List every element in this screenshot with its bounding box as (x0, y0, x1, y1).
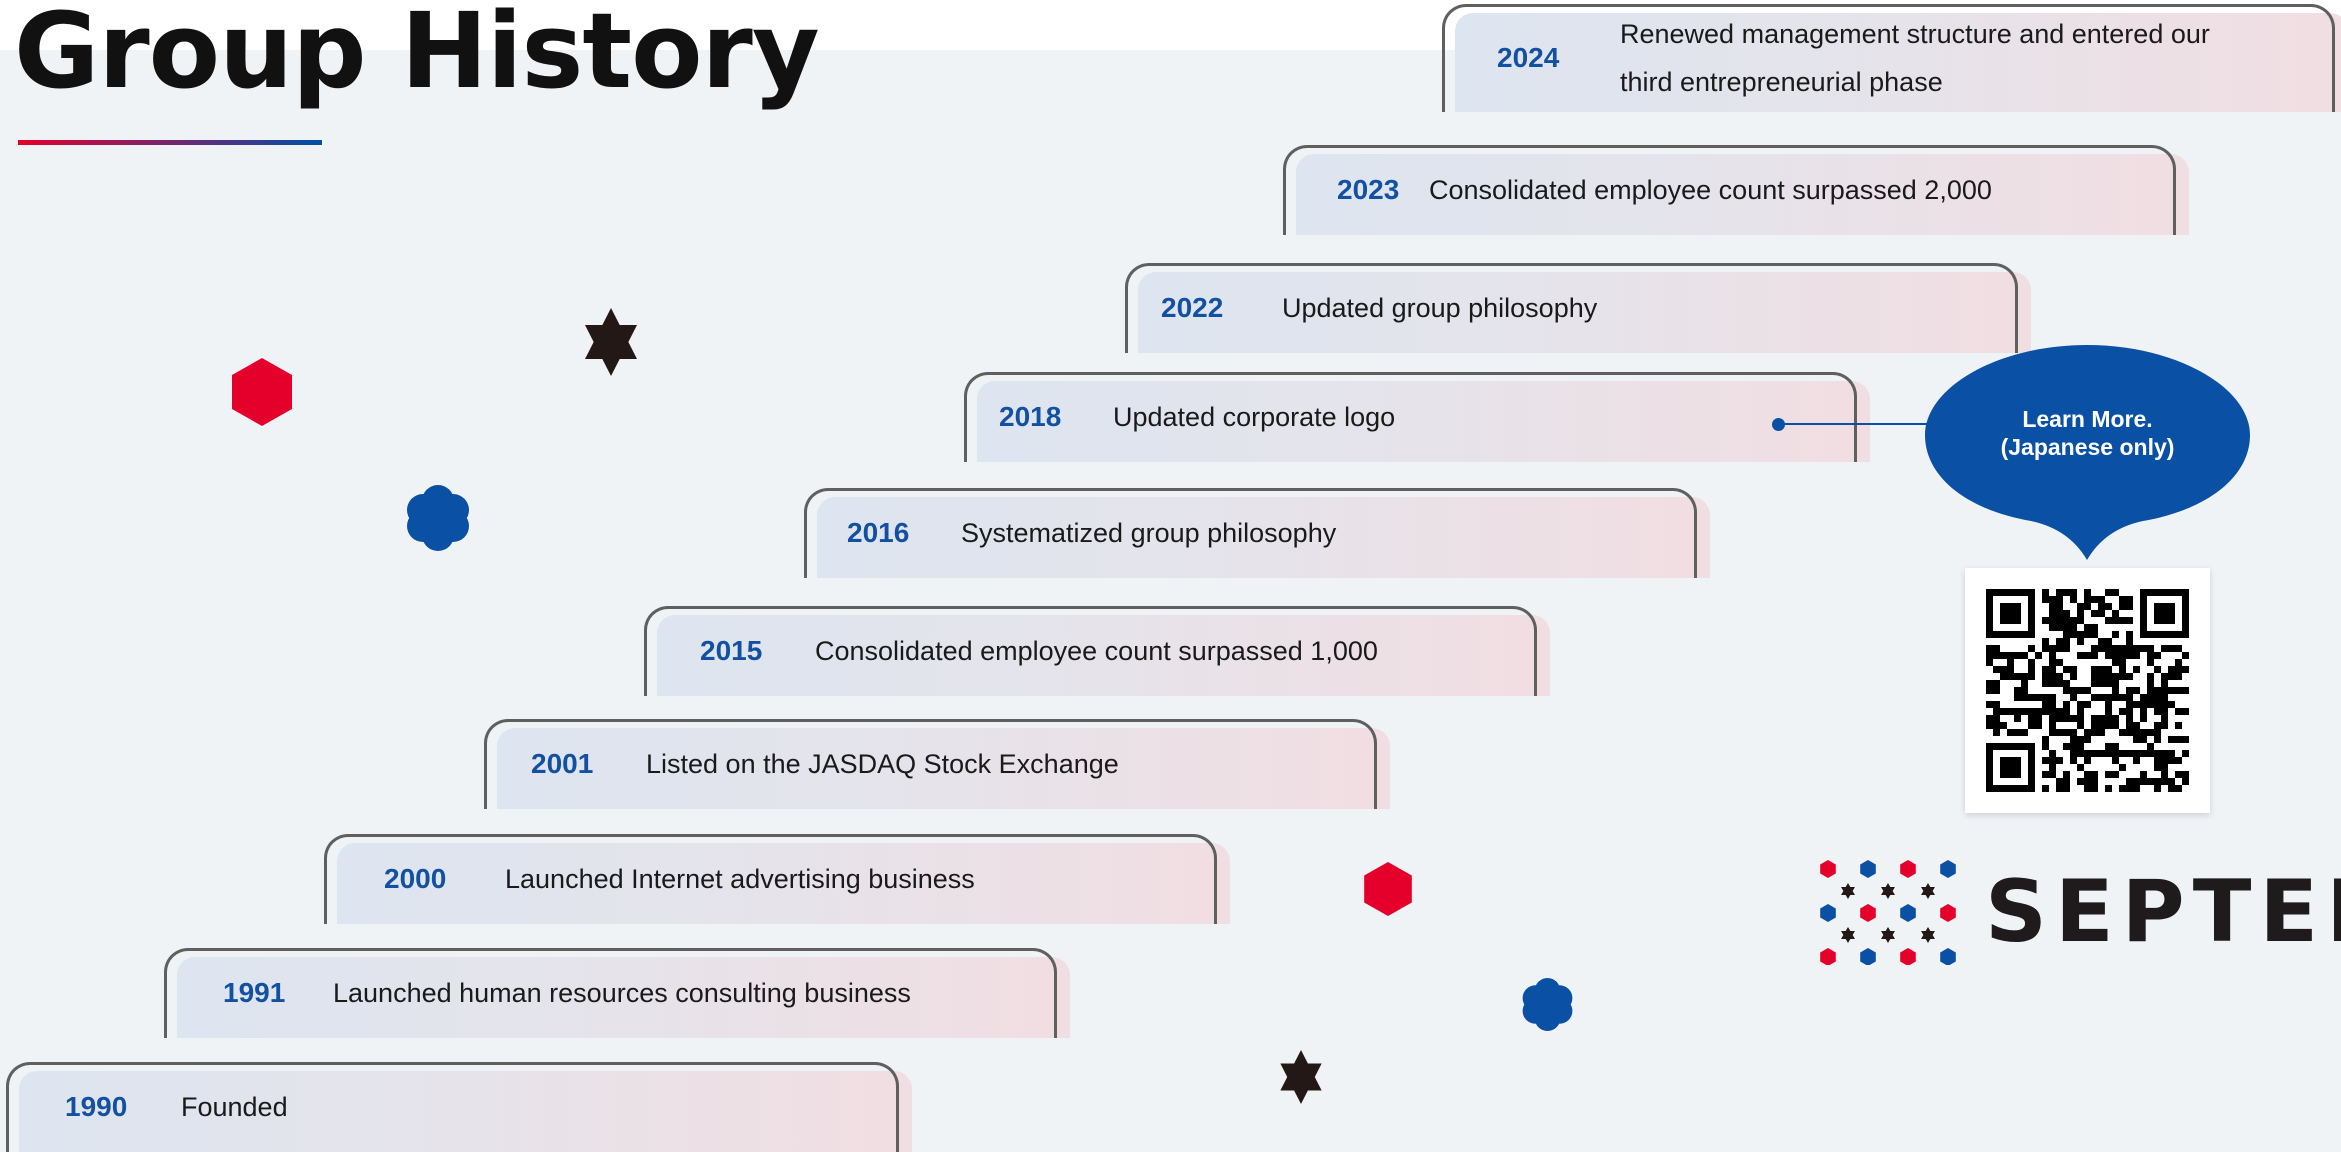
callout-connector (1778, 423, 1928, 425)
timeline-year: 2018 (999, 401, 1062, 432)
timeline-description: Launched Internet advertising business (505, 863, 975, 894)
timeline-year: 2000 (384, 863, 447, 894)
timeline-year: 2023 (1337, 174, 1400, 205)
timeline-description: Renewed management structure and entered… (1620, 19, 2210, 97)
dark-star-icon (1280, 1050, 1322, 1104)
timeline-description: Consolidated employee count surpassed 1,… (815, 635, 1378, 666)
timeline-description: Listed on the JASDAQ Stock Exchange (646, 748, 1119, 779)
learn-more-note: (Japanese only) (2000, 434, 2175, 460)
timeline-step: 1991 Launched human resources consulting… (164, 948, 1070, 1038)
blue-flower-icon (1522, 978, 1573, 1031)
learn-more-label: Learn More. (2022, 406, 2153, 432)
timeline-step: 2000 Launched Internet advertising busin… (324, 834, 1230, 924)
red-hexagon-icon (232, 358, 292, 426)
timeline-description: Founded (181, 1091, 288, 1122)
title-underline (18, 140, 322, 145)
dark-star-icon (585, 308, 637, 376)
blue-flower-icon (407, 485, 469, 551)
timeline-year: 2015 (700, 635, 763, 666)
page-title: Group History (14, 0, 820, 112)
timeline-description: Consolidated employee count surpassed 2,… (1429, 174, 1992, 205)
red-hexagon-icon (1364, 862, 1412, 916)
timeline-step: 2015 Consolidated employee count surpass… (644, 606, 1550, 696)
timeline-year: 1991 (223, 977, 286, 1008)
timeline-step: 1990 Founded (6, 1062, 912, 1152)
qr-code-card[interactable] (1965, 568, 2210, 813)
timeline-year: 2022 (1161, 292, 1224, 323)
timeline-step: 2022 Updated group philosophy (1125, 263, 2031, 353)
timeline-description: Updated corporate logo (1113, 401, 1396, 432)
learn-more-link[interactable]: Learn More. (Japanese only) (1925, 405, 2250, 461)
timeline-year: 2024 (1497, 42, 1560, 73)
timeline-year: 2016 (847, 517, 910, 548)
timeline-step: 2016 Systematized group philosophy (804, 488, 1710, 578)
qr-code-icon (1986, 589, 2189, 792)
septen-logo-icon (1820, 860, 1956, 965)
speech-bubble (1925, 345, 2250, 560)
timeline-year: 1990 (65, 1091, 128, 1122)
timeline-year: 2001 (531, 748, 594, 779)
timeline-description: Launched human resources consulting busi… (333, 977, 911, 1008)
timeline-description: Systematized group philosophy (961, 517, 1337, 548)
timeline-step: 2001 Listed on the JASDAQ Stock Exchange (484, 719, 1390, 809)
timeline-step: 2018 Updated corporate logo (964, 372, 1870, 462)
timeline-description: Updated group philosophy (1282, 292, 1598, 323)
connector-dot (1772, 418, 1785, 431)
timeline-step: 2024 Renewed management structure and en… (1442, 4, 2341, 112)
timeline-step: 2023 Consolidated employee count surpass… (1283, 145, 2189, 235)
brand-wordmark: SEPTEN (1985, 862, 2341, 962)
